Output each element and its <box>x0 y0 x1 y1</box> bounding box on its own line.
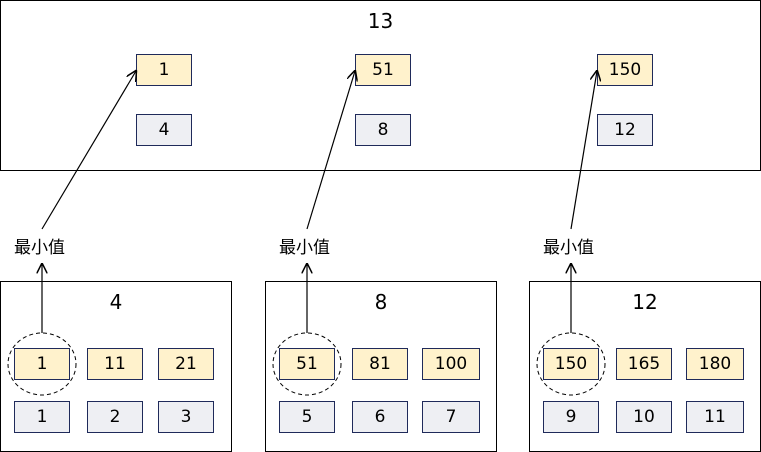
root-key-cell: 1 <box>136 54 192 86</box>
leaf-node-title: 12 <box>632 290 658 314</box>
min-value-label: 最小值 <box>279 238 330 258</box>
leaf-key-cell: 180 <box>686 348 744 380</box>
root-node-title: 13 <box>367 9 394 33</box>
leaf-key-cell: 11 <box>87 348 143 380</box>
root-key-cell: 150 <box>597 54 653 86</box>
leaf-node-title: 8 <box>374 290 388 314</box>
leaf-key-cell: 21 <box>158 348 214 380</box>
leaf-pointer-cell: 9 <box>543 401 599 433</box>
leaf-pointer-cell: 1 <box>14 401 70 433</box>
leaf-key-cell: 81 <box>352 348 408 380</box>
leaf-pointer-cell: 11 <box>686 401 744 433</box>
leaf-key-cell: 100 <box>422 348 480 380</box>
leaf-key-cell: 51 <box>279 348 335 380</box>
leaf-pointer-cell: 3 <box>158 401 214 433</box>
leaf-node-title: 4 <box>109 290 123 314</box>
leaf-pointer-cell: 10 <box>616 401 672 433</box>
root-key-cell: 51 <box>355 54 411 86</box>
leaf-pointer-cell: 6 <box>352 401 408 433</box>
leaf-pointer-cell: 2 <box>87 401 143 433</box>
leaf-key-cell: 1 <box>14 348 70 380</box>
root-pointer-cell: 12 <box>597 114 653 146</box>
leaf-pointer-cell: 5 <box>279 401 335 433</box>
root-pointer-cell: 4 <box>136 114 192 146</box>
leaf-key-cell: 165 <box>616 348 672 380</box>
leaf-key-cell: 150 <box>543 348 599 380</box>
min-value-label: 最小值 <box>543 238 594 258</box>
root-pointer-cell: 8 <box>355 114 411 146</box>
min-value-label: 最小值 <box>14 238 65 258</box>
leaf-pointer-cell: 7 <box>422 401 480 433</box>
